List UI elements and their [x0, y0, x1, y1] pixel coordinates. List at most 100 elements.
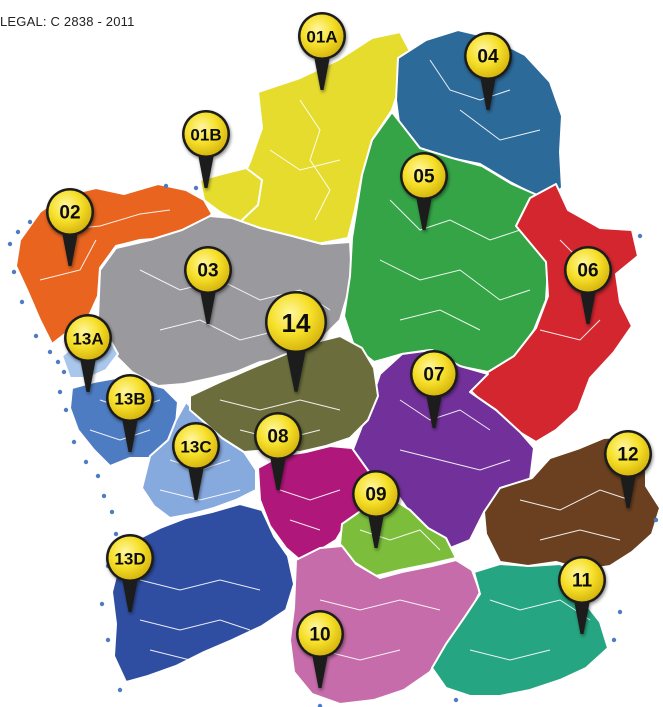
pin-stem: [268, 450, 288, 490]
pin-stem: [78, 352, 98, 392]
island-dot: [19, 299, 25, 305]
municipal-border-line: [159, 489, 241, 501]
island-dot: [47, 349, 53, 355]
pin-06[interactable]: 06: [564, 246, 612, 324]
municipal-border-line: [299, 99, 331, 221]
pin-head: [300, 14, 344, 58]
pin-13d[interactable]: 13D: [106, 534, 154, 612]
pin-head: [412, 352, 456, 396]
pin-head: [402, 154, 446, 198]
island-dot: [113, 531, 119, 537]
island-dot: [11, 269, 17, 275]
island-dot: [637, 233, 643, 239]
pin-stem: [424, 388, 444, 428]
island-dot: [653, 517, 659, 523]
pin-head: [174, 424, 218, 468]
municipal-border-line: [89, 429, 151, 441]
pin-10[interactable]: 10: [296, 610, 344, 688]
pin-label: 05: [413, 167, 435, 188]
island-dot: [611, 637, 617, 643]
municipal-border-line: [149, 649, 231, 661]
island-dot: [71, 439, 77, 445]
island-dot: [101, 493, 107, 499]
pin-14[interactable]: 14: [265, 291, 327, 392]
pin-label: 07: [423, 365, 444, 386]
island-dot: [99, 601, 105, 607]
region-01b[interactable]: [199, 167, 263, 223]
municipal-border-line: [399, 399, 491, 431]
island-dot: [109, 509, 115, 515]
pin-stem: [60, 226, 80, 266]
pin-04[interactable]: 04: [464, 32, 512, 110]
municipal-border-line: [319, 599, 441, 611]
pin-stem: [186, 460, 206, 500]
region-14[interactable]: [189, 335, 379, 453]
pin-stem: [572, 594, 592, 634]
legal-notice: LEGAL: C 2838 - 2011: [0, 14, 135, 29]
pin-08[interactable]: 08: [254, 412, 302, 490]
pin-stem: [366, 508, 386, 548]
island-dot: [83, 459, 89, 465]
pin-09[interactable]: 09: [352, 470, 400, 548]
municipal-border-line: [389, 199, 521, 241]
pin-13b[interactable]: 13B: [106, 374, 154, 452]
pin-label: 02: [59, 203, 80, 224]
municipal-border-line: [219, 399, 341, 411]
municipal-border-line: [399, 449, 511, 471]
municipal-border-line: [489, 599, 591, 621]
pin-head: [560, 558, 604, 602]
island-dot: [617, 609, 623, 615]
pin-02[interactable]: 02: [46, 188, 94, 266]
municipal-border-line: [469, 649, 551, 661]
regions-layer: [15, 29, 661, 705]
pin-01a[interactable]: 01A: [298, 12, 346, 90]
pin-label: 09: [365, 485, 386, 506]
pin-head: [606, 432, 650, 476]
municipal-border-line: [539, 529, 621, 541]
pin-head: [354, 472, 398, 516]
pin-label: 13C: [180, 438, 211, 457]
pin-head: [108, 376, 152, 420]
pin-13c[interactable]: 13C: [172, 422, 220, 500]
island-dot: [193, 185, 199, 191]
pin-stem: [196, 148, 216, 188]
island-dot: [57, 389, 63, 395]
municipal-border-line: [399, 309, 481, 331]
island-dot: [55, 359, 61, 365]
pin-head: [267, 293, 325, 351]
pin-stem: [310, 648, 330, 688]
pin-label: 01A: [306, 28, 337, 47]
municipal-border-line: [139, 619, 251, 631]
pin-05[interactable]: 05: [400, 152, 448, 230]
pin-head: [184, 112, 228, 156]
pin-stem: [120, 412, 140, 452]
island-dot: [15, 229, 21, 235]
pin-01b[interactable]: 01B: [182, 110, 230, 188]
island-dot: [7, 241, 13, 247]
island-dot: [27, 219, 33, 225]
pin-label: 14: [282, 308, 311, 338]
region-13d[interactable]: [111, 503, 295, 683]
pins-layer: 01A 01B 02 03 04 05 06 07 08 09 10 11 12 13A 13B 13C 13D…: [46, 12, 652, 688]
municipal-border-line: [519, 489, 631, 511]
pin-label: 01B: [190, 126, 221, 145]
island-dot: [117, 687, 123, 693]
pin-stem: [198, 284, 218, 324]
municipal-border-line: [159, 319, 281, 341]
pin-stem: [578, 284, 598, 324]
pin-label: 13D: [114, 550, 145, 569]
island-dot: [453, 697, 459, 703]
pin-03[interactable]: 03: [184, 246, 232, 324]
island-dot: [61, 369, 67, 375]
municipal-border-line: [269, 149, 341, 171]
pin-head: [108, 536, 152, 580]
pin-13a[interactable]: 13A: [64, 314, 112, 392]
pin-07[interactable]: 07: [410, 350, 458, 428]
pin-label: 13A: [72, 330, 103, 349]
pin-12[interactable]: 12: [604, 430, 652, 508]
pin-label: 08: [267, 427, 288, 448]
pin-label: 13B: [114, 390, 145, 409]
pin-head: [48, 190, 92, 234]
pin-11[interactable]: 11: [558, 556, 606, 634]
